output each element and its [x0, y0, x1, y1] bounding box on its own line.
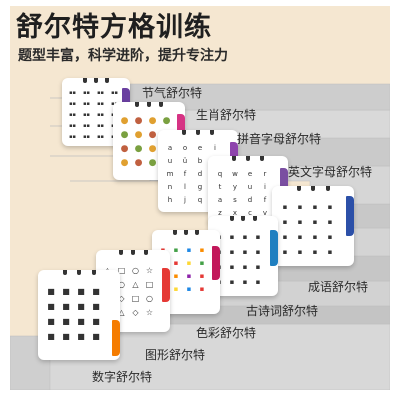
card-tab [346, 196, 354, 236]
card-tab [112, 320, 120, 356]
card-label-color: 色彩舒尔特 [196, 326, 257, 340]
card-label-pinyin: 拼音字母舒尔特 [237, 132, 322, 146]
card-label-solar-terms: 节气舒尔特 [142, 86, 203, 100]
card-label-idiom: 成语舒尔特 [308, 280, 369, 294]
page-subtitle: 题型丰富，科学进阶，提升专注力 [18, 48, 228, 64]
card-label-number: 数字舒尔特 [92, 370, 153, 384]
card-label-zodiac: 生肖舒尔特 [196, 108, 257, 122]
product-banner: 舒尔特方格训练 题型丰富，科学进阶，提升专注力 ▪▪▪▪▪▪▪▪ ▪▪▪▪▪▪▪… [10, 6, 390, 390]
card-label-shape: 图形舒尔特 [145, 348, 206, 362]
number-card: ■■■■ ■■■■ ■■■■ ■■■■ [38, 270, 120, 360]
idiom-card: ▪▪▪▪ ▪▪▪▪ ▪▪▪▪ ▪▪▪▪ [272, 186, 354, 266]
page-title: 舒尔特方格训练 [16, 12, 212, 43]
card-label-english-letters: 英文字母舒尔特 [288, 165, 373, 179]
card-tab [270, 230, 278, 266]
card-tab [162, 268, 170, 302]
card-label-poetry: 古诗词舒尔特 [246, 304, 319, 318]
card-tab [212, 246, 220, 280]
card-tab [280, 168, 288, 198]
